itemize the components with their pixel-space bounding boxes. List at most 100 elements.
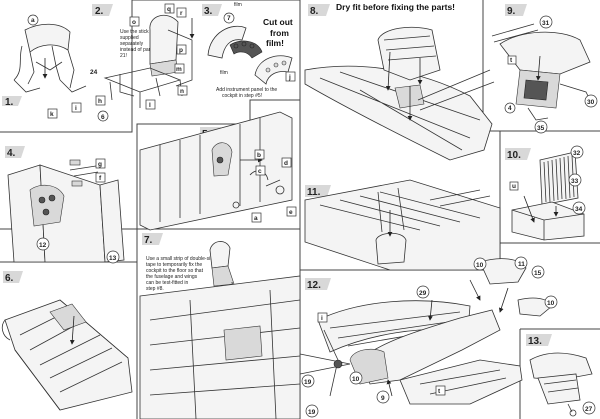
label-l: l [149,102,151,109]
step-3-number: 3. [204,6,213,17]
step-3-drawing: film 7 Cut out from film! film j Add ins… [207,2,296,99]
step2-note-l3: separately [120,41,144,47]
label-33: 33 [571,178,579,185]
step-4-drawing: g f 12 13 [7,158,125,264]
label-34: 34 [575,206,583,213]
label-30: 30 [587,99,595,106]
step7-note-l6: step #8. [146,286,164,292]
step-9-drawing: 31 t 4 30 35 [491,15,598,134]
label-7: 7 [227,15,231,22]
label-b: b [257,152,261,159]
step-7-tag: 7. [142,233,163,246]
step-1-drawing: a k i [13,14,87,119]
step2-note-l4: instead of part [120,47,152,53]
label-9: 9 [381,395,385,402]
label-i-step12: i [321,315,323,322]
step-2-number: 2. [95,6,104,17]
label-d: d [284,160,288,167]
label-13-step4: 13 [109,255,117,262]
label-e: e [289,209,293,216]
label-k: k [50,111,54,118]
step-13-number: 13. [528,336,542,347]
step-1-tag: 1. [2,96,22,108]
step3-cut-l1: Cut out [263,17,293,27]
label-31: 31 [542,20,550,27]
label-32: 32 [573,150,581,157]
step3-cut-l3: film! [266,38,284,48]
step8-title: Dry fit before fixing the parts! [336,2,455,12]
step-13-tag: 13. [526,334,552,347]
label-4: 4 [508,105,512,112]
step-4-number: 4. [7,148,16,159]
label-24: 24 [90,69,98,76]
step-11-tag: 11. [305,185,331,198]
step-7-drawing: Use a small strip of double-sided tape t… [139,241,301,419]
label-15: 15 [534,270,542,277]
step2-note-l5: 21! [120,53,127,59]
step7-note-l4: the fuselage and wings [146,274,198,280]
step-11-drawing [304,179,501,271]
step-9-number: 9. [507,6,516,17]
label-19-b: 19 [308,409,316,416]
step-3-tag: 3. [202,4,222,17]
step-8-drawing: Dry fit before fixing the parts! [304,2,495,161]
step2-note-l1: Use the stick [120,29,149,35]
label-35: 35 [537,125,545,132]
step-1-number: 1. [5,97,14,108]
step-13-drawing: 27 [529,352,596,417]
label-12-step4: 12 [39,242,47,249]
label-t: t [510,57,513,64]
label-m: m [176,66,182,73]
label-10b: 10 [547,300,555,307]
step2-note-l2: supplied [120,35,139,41]
step3-cut-l2: from [270,28,289,38]
label-f: f [99,175,102,182]
step-9-tag: 9. [505,4,527,17]
label-16: 10 [352,376,360,383]
step-12-tag: 12. [305,278,331,291]
label-h: h [98,98,102,105]
label-19-a: 19 [304,379,312,386]
step-10-tag: 10. [505,148,531,161]
label-c: c [258,168,262,175]
step-2-drawing: Use the stick supplied separately instea… [90,3,195,122]
step-4-tag: 4. [5,146,25,159]
label-10-step12: 10 [476,262,484,269]
step-12-drawing: 10 11 15 10 29 i t 19 19 10 9 [299,256,558,418]
label-27: 27 [585,406,593,413]
step-11-number: 11. [307,187,321,198]
step3-film-top: film [234,2,242,8]
step-8-number: 8. [310,6,319,17]
label-a-step1: a [31,17,35,24]
label-n: n [180,88,184,95]
label-q: q [167,6,171,13]
step7-note-l5: can be test-fitted in [146,280,188,286]
label-a-step5: a [254,215,258,222]
step7-note-l1: Use a small strip of double-sided [146,256,219,262]
step7-note-l3: cockpit to the floor so that [146,268,204,274]
label-p: p [179,47,183,54]
label-g: g [98,161,102,168]
label-r: r [180,10,183,17]
step7-note-l2: tape to temporarily fix the [146,262,202,268]
label-6: 6 [101,114,105,121]
step-6-number: 6. [5,273,14,284]
step-2-tag: 2. [92,4,113,17]
step-6-tag: 6. [3,271,23,284]
label-i-step1: i [75,105,77,112]
step-5-drawing: b c d e a [139,111,297,231]
label-29: 29 [419,290,427,297]
step-6-drawing [1,299,133,411]
step3-film-bottom: film [220,70,228,76]
step3-panel-l1: Add instrument panel to the [216,87,277,93]
label-j: j [288,74,291,81]
step-10-number: 10. [507,150,521,161]
step-12-number: 12. [307,280,321,291]
step-10-drawing: 32 33 34 u [509,145,586,241]
step-7-number: 7. [144,235,153,246]
step3-panel-l2: cockpit in step #5! [222,93,262,99]
label-11: 11 [518,261,525,268]
label-u: u [512,183,516,190]
label-o: o [132,19,136,26]
